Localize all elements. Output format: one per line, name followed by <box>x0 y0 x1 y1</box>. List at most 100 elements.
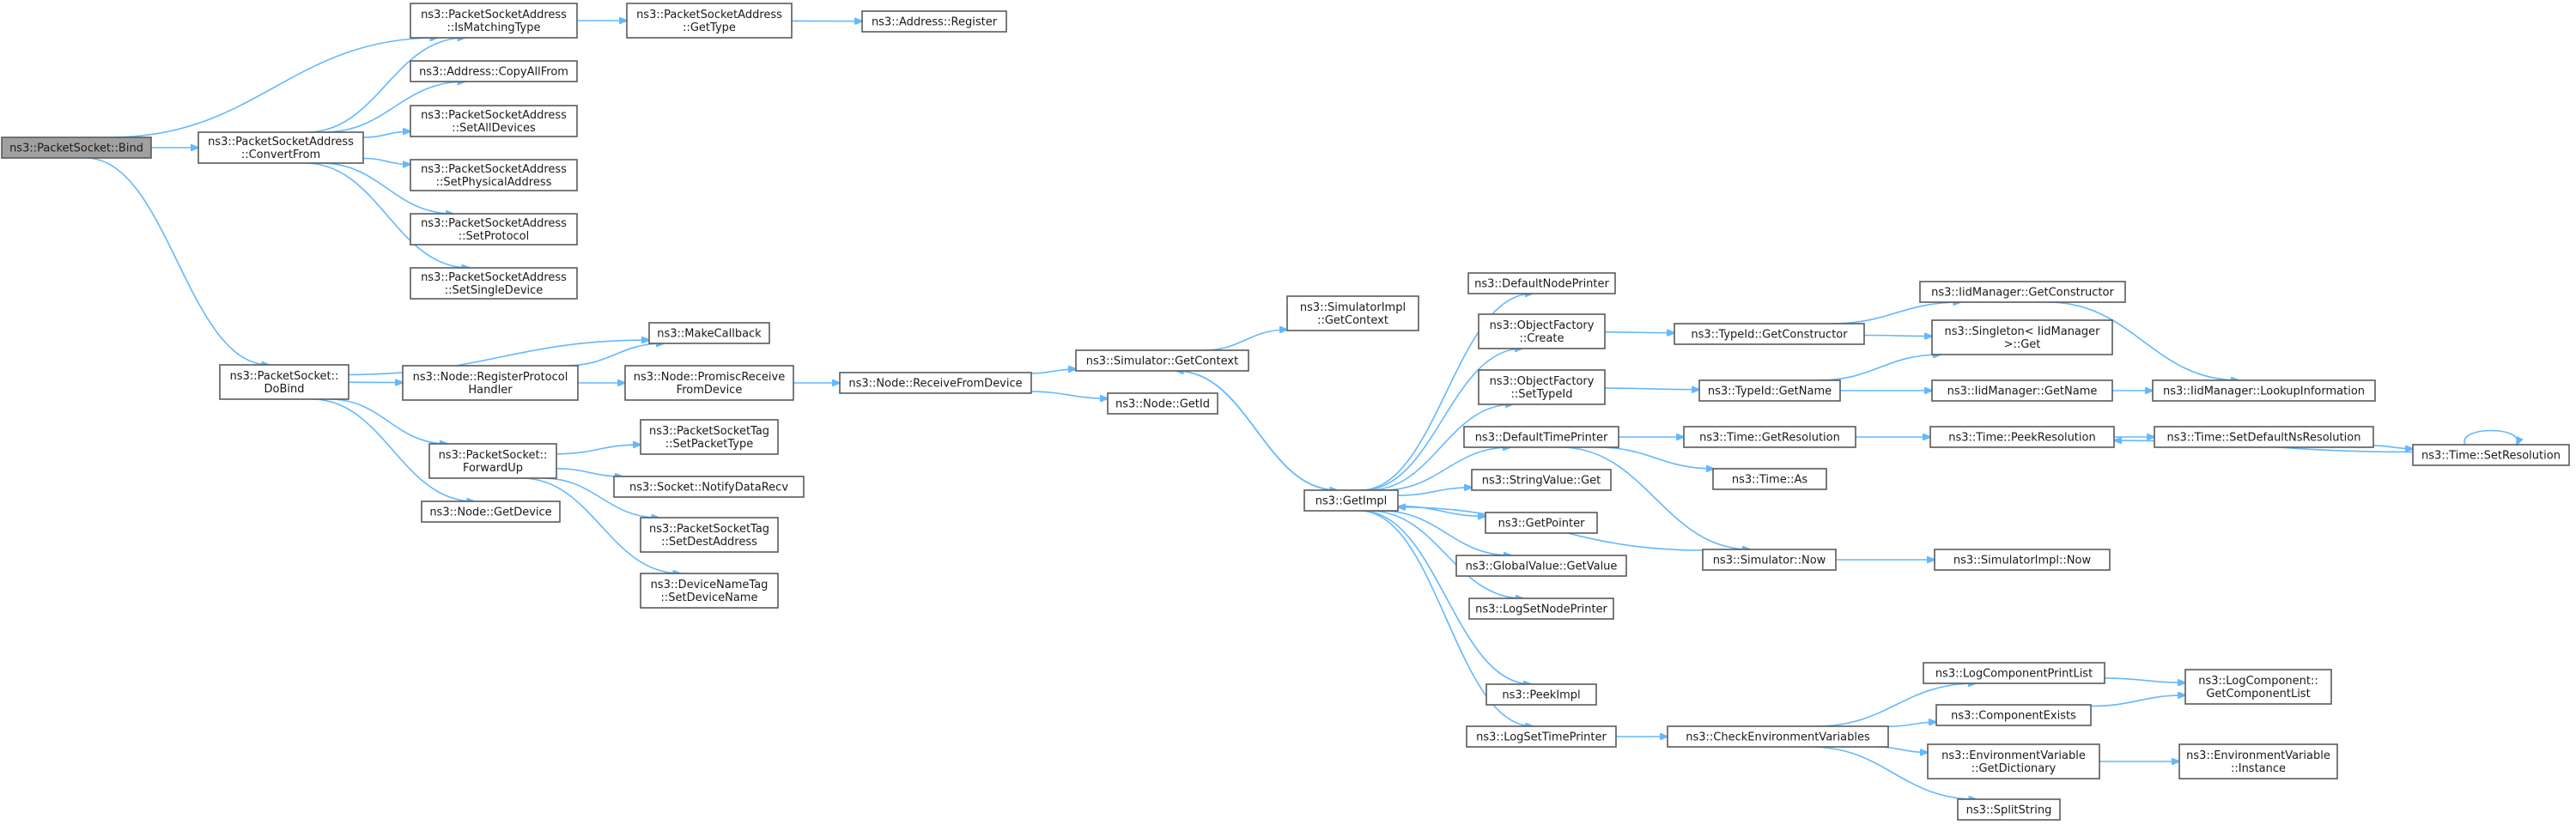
node-register[interactable]: ns3::Address::Register <box>861 10 1007 33</box>
node-splitstr[interactable]: ns3::SplitString <box>1957 798 2061 821</box>
edge-checkenv-to-envgetdict <box>1875 746 1928 752</box>
node-getpointer[interactable]: ns3::GetPointer <box>1485 512 1598 534</box>
node-iidlookup[interactable]: ns3::IidManager::LookupInformation <box>2152 379 2376 402</box>
node-simimplctx[interactable]: ns3::SimulatorImpl::GetContext <box>1286 295 1419 331</box>
node-setproto[interactable]: ns3::PacketSocketAddress::SetProtocol <box>410 213 578 246</box>
node-strget[interactable]: ns3::StringValue::Get <box>1471 469 1612 491</box>
edge-getimpl-to-strget <box>1397 488 1472 496</box>
node-compexists[interactable]: ns3::ComponentExists <box>1935 704 2092 726</box>
node-setres[interactable]: ns3::Time::SetResolution <box>2412 444 2570 466</box>
node-getname[interactable]: ns3::TypeId::GetName <box>1698 379 1841 402</box>
node-convertfrom[interactable]: ns3::PacketSocketAddress::ConvertFrom <box>197 131 364 164</box>
node-box <box>1957 798 2061 821</box>
node-label-line: ns3::Time::SetDefaultNsResolution <box>2167 432 2361 445</box>
node-copyall[interactable]: ns3::Address::CopyAllFrom <box>410 60 578 82</box>
node-label-line: ns3::DeviceNameTag <box>651 579 769 591</box>
node-box <box>2184 669 2332 705</box>
node-box <box>1466 725 1617 748</box>
node-notify[interactable]: ns3::Socket::NotifyDataRecv <box>613 476 805 498</box>
node-label-line: ns3::GetImpl <box>1315 495 1388 508</box>
node-box <box>1702 549 1837 571</box>
node-label-line: ns3::Node::PromiscReceive <box>634 371 785 384</box>
node-label-line: ::SetPacketType <box>665 438 754 451</box>
node-label-line: ns3::PeekImpl <box>1502 689 1580 702</box>
node-getctor[interactable]: ns3::TypeId::GetConstructor <box>1674 323 1865 345</box>
node-box <box>1667 725 1889 748</box>
node-setphys[interactable]: ns3::PacketSocketAddress::SetPhysicalAdd… <box>410 159 578 191</box>
node-box <box>1286 295 1419 331</box>
node-label-line: ::SetProtocol <box>459 230 530 243</box>
node-box <box>1931 379 2113 402</box>
node-label-line: ns3::Node::GetDevice <box>429 507 551 519</box>
edge-dobind-to-makecb <box>348 340 649 376</box>
node-setsingle[interactable]: ns3::PacketSocketAddress::SetSingleDevic… <box>410 267 578 300</box>
node-label-line: ns3::EnvironmentVariable <box>1941 749 2086 762</box>
node-logprintlist[interactable]: ns3::LogComponentPrintList <box>1923 662 2105 684</box>
node-box <box>1303 489 1399 512</box>
node-ismatch[interactable]: ns3::PacketSocketAddress::IsMatchingType <box>410 3 578 39</box>
node-box <box>410 60 578 82</box>
node-objcreate[interactable]: ns3::ObjectFactory::Create <box>1478 313 1606 349</box>
node-label-line: ns3::Node::RegisterProtocol <box>413 371 568 384</box>
node-setdest[interactable]: ns3::PacketSocketTag::SetDestAddress <box>640 517 779 553</box>
node-envgetdict[interactable]: ns3::EnvironmentVariable::GetDictionary <box>1927 743 2100 780</box>
node-simnow[interactable]: ns3::Simulator::Now <box>1702 549 1837 571</box>
edge-deftimeprinter-to-simnow <box>1560 446 1750 549</box>
node-singleton[interactable]: ns3::Singleton< IidManager>::Get <box>1931 319 2113 355</box>
node-box <box>2154 426 2374 448</box>
node-box <box>410 3 578 39</box>
node-deftimeprinter[interactable]: ns3::DefaultTimePrinter <box>1463 426 1619 448</box>
node-label-line: ::ConvertFrom <box>241 149 320 161</box>
node-lognodeprinter[interactable]: ns3::LogSetNodePrinter <box>1468 598 1614 620</box>
edge-convertfrom-to-copyall <box>324 82 465 133</box>
node-setpkttype[interactable]: ns3::PacketSocketTag::SetPacketType <box>640 419 779 455</box>
node-label-line: ns3::SimulatorImpl::Now <box>1953 555 2092 567</box>
edge-forwardup-to-setdest <box>543 477 659 518</box>
node-simimplnow[interactable]: ns3::SimulatorImpl::Now <box>1934 549 2111 571</box>
node-makecb[interactable]: ns3::MakeCallback <box>648 322 770 344</box>
node-bind[interactable]: ns3::PacketSocket::Bind <box>1 136 152 159</box>
node-box <box>1 136 152 159</box>
edge-dobind-to-getdevice <box>311 398 475 501</box>
node-globalget[interactable]: ns3::GlobalValue::GetValue <box>1455 555 1627 577</box>
node-setdefns[interactable]: ns3::Time::SetDefaultNsResolution <box>2154 426 2374 448</box>
node-peekimpl[interactable]: ns3::PeekImpl <box>1485 683 1597 706</box>
node-recvfrom[interactable]: ns3::Node::ReceiveFromDevice <box>839 372 1032 394</box>
node-envinst[interactable]: ns3::EnvironmentVariable::Instance <box>2178 743 2338 780</box>
node-checkenv[interactable]: ns3::CheckEnvironmentVariables <box>1667 725 1889 748</box>
node-logtimeprinter[interactable]: ns3::LogSetTimePrinter <box>1466 725 1617 748</box>
node-getres[interactable]: ns3::Time::GetResolution <box>1683 426 1856 448</box>
node-label-line: ::SetTypeId <box>1510 388 1572 401</box>
node-defnodeprinter[interactable]: ns3::DefaultNodePrinter <box>1467 272 1616 294</box>
node-forwardup[interactable]: ns3::PacketSocket::ForwardUp <box>428 443 557 479</box>
node-nodegetid[interactable]: ns3::Node::GetId <box>1107 392 1218 415</box>
edge-getname-to-singleton <box>1818 355 1941 381</box>
node-iidgetctor[interactable]: ns3::IidManager::GetConstructor <box>1919 281 2126 303</box>
node-setalldev[interactable]: ns3::PacketSocketAddress::SetAllDevices <box>410 105 578 137</box>
node-label-line: ns3::Time::GetResolution <box>1699 432 1840 445</box>
node-box <box>648 322 770 344</box>
node-label-line: ns3::LogComponent:: <box>2198 675 2318 688</box>
node-box <box>1712 468 1827 490</box>
node-iidgetname[interactable]: ns3::IidManager::GetName <box>1931 379 2113 402</box>
node-peekres[interactable]: ns3::Time::PeekResolution <box>1929 426 2115 448</box>
node-getimpl[interactable]: ns3::GetImpl <box>1303 489 1399 512</box>
node-label-line: ns3::Simulator::Now <box>1713 555 1826 567</box>
edge-bind-to-ismatch <box>110 38 437 138</box>
node-label-line: ns3::GetPointer <box>1498 518 1585 531</box>
node-simgetctx[interactable]: ns3::Simulator::GetContext <box>1075 349 1249 372</box>
node-dobind[interactable]: ns3::PacketSocket::DoBind <box>219 364 349 400</box>
node-label-line: GetComponentList <box>2206 688 2310 701</box>
node-label-line: ns3::StringValue::Get <box>1482 475 1601 488</box>
node-objsettypeid[interactable]: ns3::ObjectFactory::SetTypeId <box>1478 369 1606 405</box>
edge-getimpl-to-deftimeprinter <box>1382 447 1510 491</box>
node-timeas[interactable]: ns3::Time::As <box>1712 468 1827 490</box>
node-getdevice[interactable]: ns3::Node::GetDevice <box>421 500 561 523</box>
node-loggetlist[interactable]: ns3::LogComponent::GetComponentList <box>2184 669 2332 705</box>
node-gettype[interactable]: ns3::PacketSocketAddress::GetType <box>626 3 793 39</box>
node-label-line: ns3::EnvironmentVariable <box>2186 749 2330 762</box>
node-label-line: ns3::PacketSocketAddress <box>208 136 354 149</box>
node-setdevname[interactable]: ns3::DeviceNameTag::SetDeviceName <box>640 573 779 609</box>
